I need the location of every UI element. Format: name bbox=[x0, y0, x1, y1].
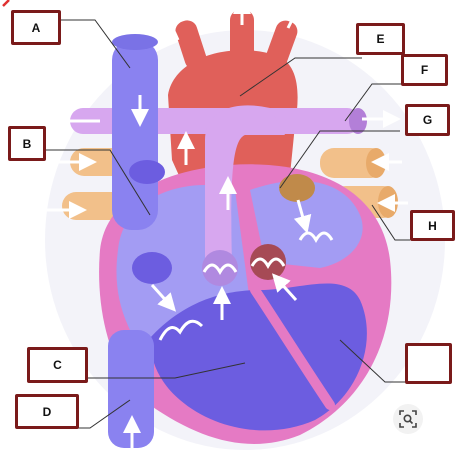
label-box-d: D bbox=[15, 394, 79, 429]
label-c-text: C bbox=[53, 358, 62, 372]
blood-flow-arrows bbox=[42, 0, 408, 448]
coronary-sinus-opening bbox=[132, 252, 172, 284]
pulmonary-artery-end bbox=[349, 108, 367, 134]
label-box-h: H bbox=[410, 210, 455, 241]
vena-cava-opening bbox=[112, 34, 158, 50]
caval-opening bbox=[129, 160, 165, 184]
label-d-text: D bbox=[42, 404, 52, 419]
ventricles bbox=[150, 283, 367, 431]
heart-valves bbox=[158, 231, 334, 341]
label-box-a: A bbox=[11, 10, 61, 45]
red-pen-mark-icon bbox=[2, 0, 10, 7]
label-b-text: B bbox=[22, 136, 32, 151]
label-g-text: G bbox=[422, 113, 433, 127]
image-search-button[interactable] bbox=[393, 404, 423, 434]
label-box-g: G bbox=[405, 104, 450, 136]
label-box-c: C bbox=[27, 347, 88, 383]
superior-vena-cava bbox=[112, 40, 158, 230]
inferior-vena-cava bbox=[108, 330, 154, 448]
septum bbox=[250, 285, 335, 410]
label-e-text: E bbox=[376, 32, 385, 46]
label-h-text: H bbox=[428, 218, 437, 233]
label-box-b: B bbox=[8, 126, 46, 161]
label-box-blank bbox=[405, 343, 452, 384]
label-a-text: A bbox=[31, 20, 41, 35]
pulmonary-trunk bbox=[205, 105, 285, 265]
label-f-text: F bbox=[420, 63, 429, 77]
label-box-f: F bbox=[401, 54, 448, 86]
label-box-e: E bbox=[356, 23, 405, 55]
pulmonary-vein-opening bbox=[279, 174, 315, 202]
image-search-icon bbox=[399, 410, 417, 428]
